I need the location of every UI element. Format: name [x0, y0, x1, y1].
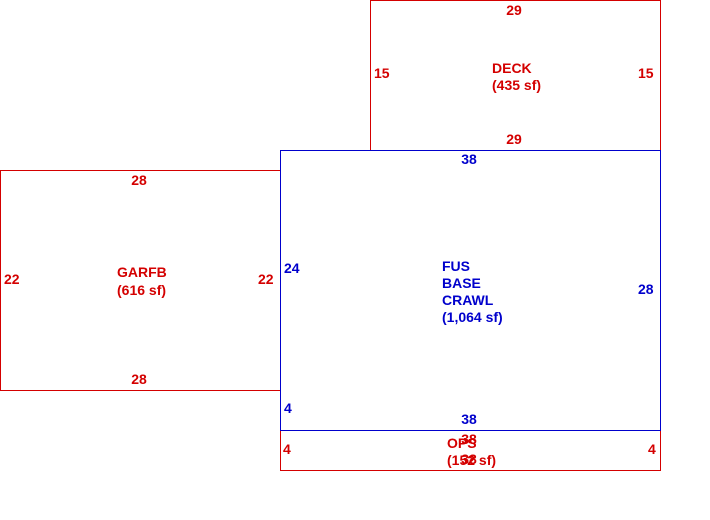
- main-left-lower-dimension: 4: [284, 400, 292, 416]
- garage-area-label: (616 sf): [117, 282, 166, 298]
- main-outline: [280, 150, 661, 431]
- main-top-dimension: 38: [461, 151, 477, 167]
- garage-name-label: GARFB: [117, 264, 167, 280]
- garage-top-dimension: 28: [131, 172, 147, 188]
- deck-name-label: DECK: [492, 60, 532, 76]
- porch-right-dimension: 4: [648, 441, 656, 457]
- deck-top-dimension: 29: [506, 2, 522, 18]
- porch-area-label: (152 sf): [447, 452, 496, 468]
- deck-area-label: (435 sf): [492, 77, 541, 93]
- garage-outline: [0, 170, 281, 391]
- garage-left-dimension: 22: [4, 271, 20, 287]
- deck-right-dimension: 15: [638, 65, 654, 81]
- deck-left-dimension: 15: [374, 65, 390, 81]
- garage-right-dimension: 22: [258, 271, 274, 287]
- main-label-line-3: CRAWL: [442, 292, 494, 308]
- garage-area: 28 28 22 22 GARFB (616 sf): [0, 170, 281, 391]
- porch-name-label: OPS: [447, 435, 477, 451]
- porch-top-dimension: 38: [461, 431, 477, 447]
- main-living-area: 38 38 24 4 28 FUS BASE CRAWL (1,064 sf): [280, 150, 661, 431]
- main-label-line-2: BASE: [442, 275, 481, 291]
- garage-bottom-dimension: 28: [131, 371, 147, 387]
- deck-area: 29 29 15 15 DECK (435 sf): [370, 0, 661, 151]
- deck-bottom-dimension: 29: [506, 131, 522, 147]
- main-area-label: (1,064 sf): [442, 309, 503, 325]
- porch-bottom-dimension: 38: [461, 451, 477, 467]
- main-bottom-dimension: 38: [461, 411, 477, 427]
- porch-left-dimension: 4: [283, 441, 291, 457]
- porch-area: 38 38 4 4 OPS (152 sf): [280, 430, 661, 471]
- main-label-line-1: FUS: [442, 258, 470, 274]
- main-right-dimension: 28: [638, 281, 654, 297]
- main-left-upper-dimension: 24: [284, 260, 300, 276]
